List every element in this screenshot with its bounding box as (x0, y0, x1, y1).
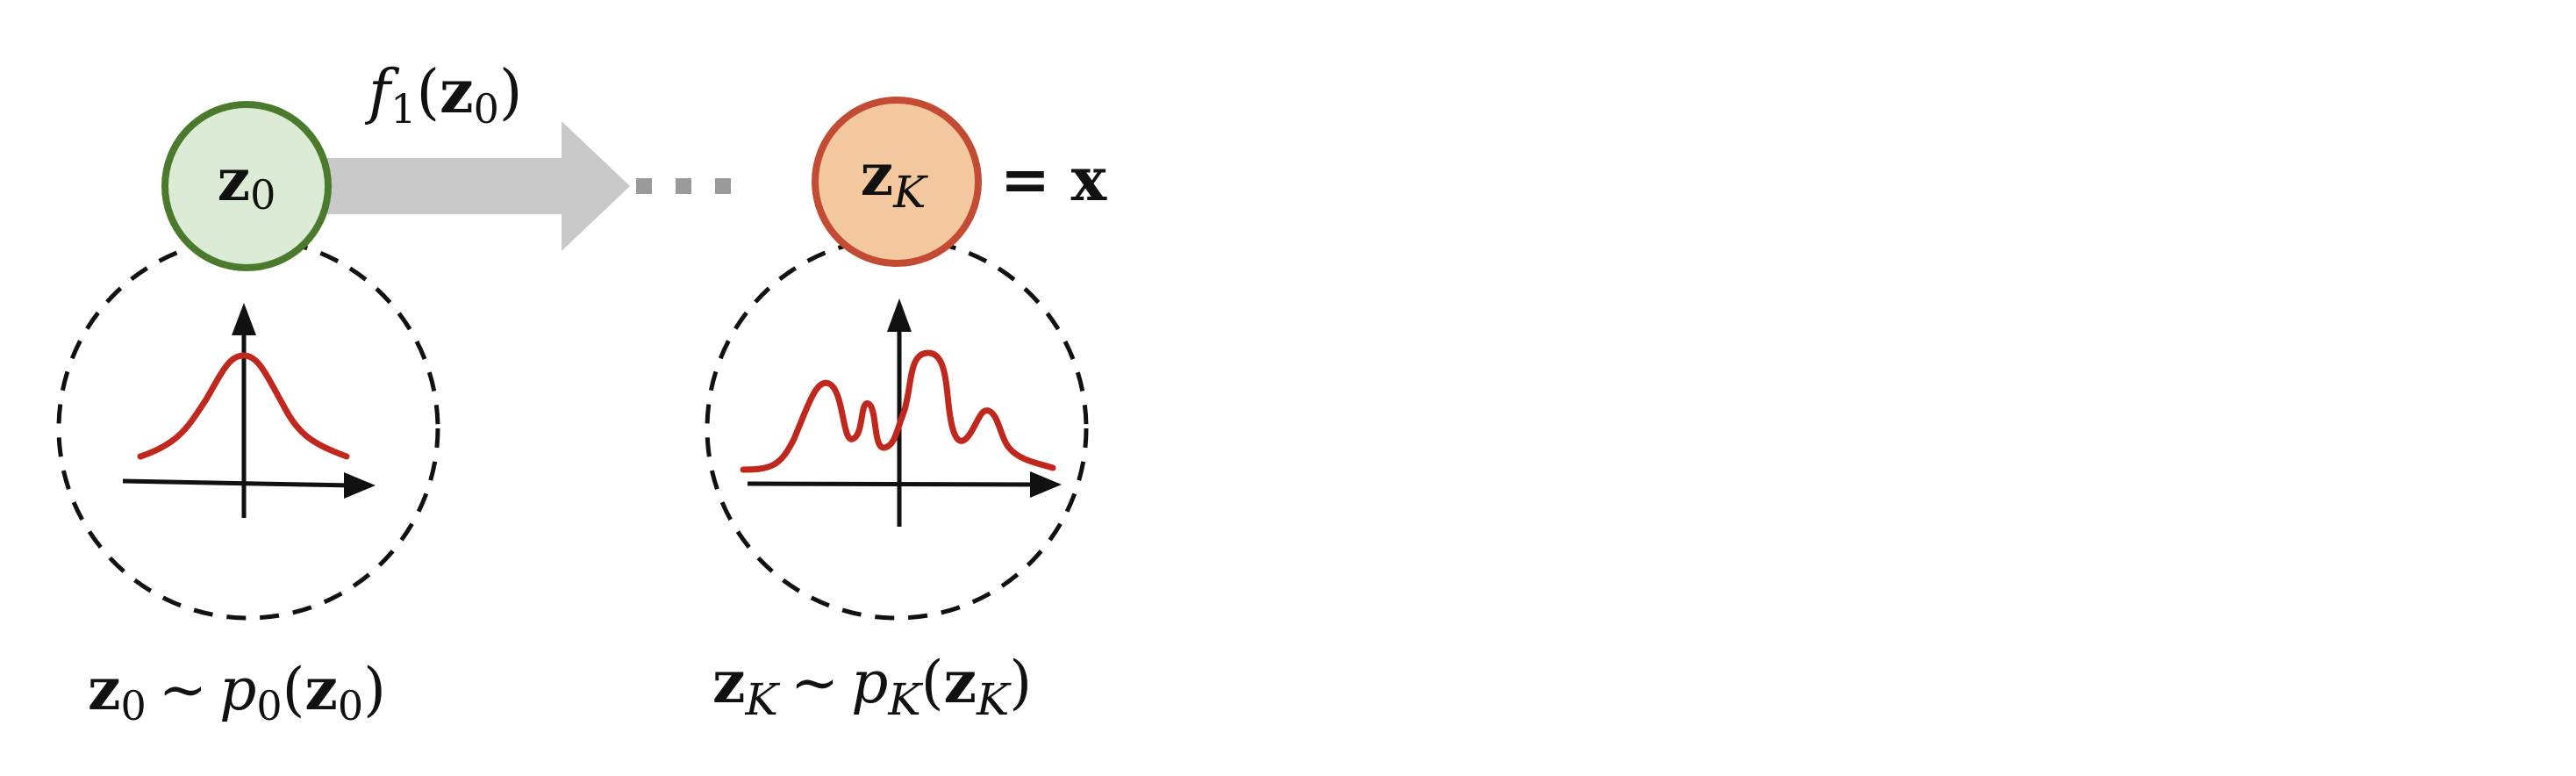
end-node-equals: = x (1000, 145, 1107, 215)
end-node (812, 97, 982, 267)
start-y-axis-arrowhead (232, 303, 256, 335)
start-x-axis (122, 478, 352, 488)
end-distribution-label: zK∼pK(zK) (712, 648, 1032, 725)
end-label-var: z (712, 648, 745, 716)
end-label-open-paren: ( (921, 649, 944, 716)
ellipsis-text: ··· (0, 0, 2, 1)
ellipsis-dot (715, 178, 731, 194)
transform-open-paren: ( (416, 58, 440, 127)
end-node-sub: K (892, 167, 928, 218)
end-node-var: z (861, 140, 893, 209)
transform-arg: z (440, 57, 474, 127)
start-label-arg: z (304, 655, 337, 723)
start-label-p: p (219, 656, 256, 723)
transform-label: f1(z0) (364, 57, 522, 133)
end-label-arg: z (944, 648, 977, 716)
start-density-circle (56, 236, 440, 621)
ellipsis-dot (676, 178, 691, 194)
start-node-sub: 0 (250, 171, 275, 219)
start-label-p-sub: 0 (256, 682, 282, 729)
end-x-axis-arrowhead (1030, 471, 1062, 498)
end-y-axis-arrowhead (887, 298, 912, 332)
start-label-close-paren: ) (363, 656, 386, 723)
ellipsis-dot (636, 178, 652, 194)
start-node-var: z (218, 146, 250, 214)
start-node-label: z0 (218, 146, 276, 219)
start-label-var: z (88, 655, 120, 723)
end-density-circle (705, 236, 1089, 621)
transform-arrow-shape (326, 121, 630, 251)
start-density-plot (122, 303, 376, 518)
transform-close-paren: ) (499, 58, 523, 127)
end-x-axis (747, 481, 1036, 487)
transform-arrow (326, 121, 630, 251)
end-label-p: p (851, 649, 888, 716)
end-node-label: zK (861, 140, 928, 218)
end-label-tilde: ∼ (791, 649, 839, 716)
end-density-curve (740, 349, 1056, 473)
end-label-arg-sub: K (976, 674, 1012, 725)
end-label-close-paren: ) (1009, 649, 1032, 716)
transform-fn-sub: 1 (390, 85, 416, 133)
start-label-tilde: ∼ (159, 656, 207, 723)
end-label-p-sub: K (887, 674, 923, 725)
start-node (161, 101, 332, 271)
start-label-arg-sub: 0 (338, 682, 363, 729)
end-label-sub: K (744, 674, 780, 725)
ellipsis-dots (636, 178, 731, 194)
start-density-curve (137, 352, 350, 460)
end-density-plot (740, 298, 1062, 527)
start-label-sub: 0 (120, 682, 146, 729)
start-distribution-label: z0∼p0(z0) (88, 655, 386, 729)
transform-arg-sub: 0 (474, 85, 499, 133)
start-x-axis-arrowhead (344, 472, 376, 499)
start-label-open-paren: ( (283, 656, 305, 723)
